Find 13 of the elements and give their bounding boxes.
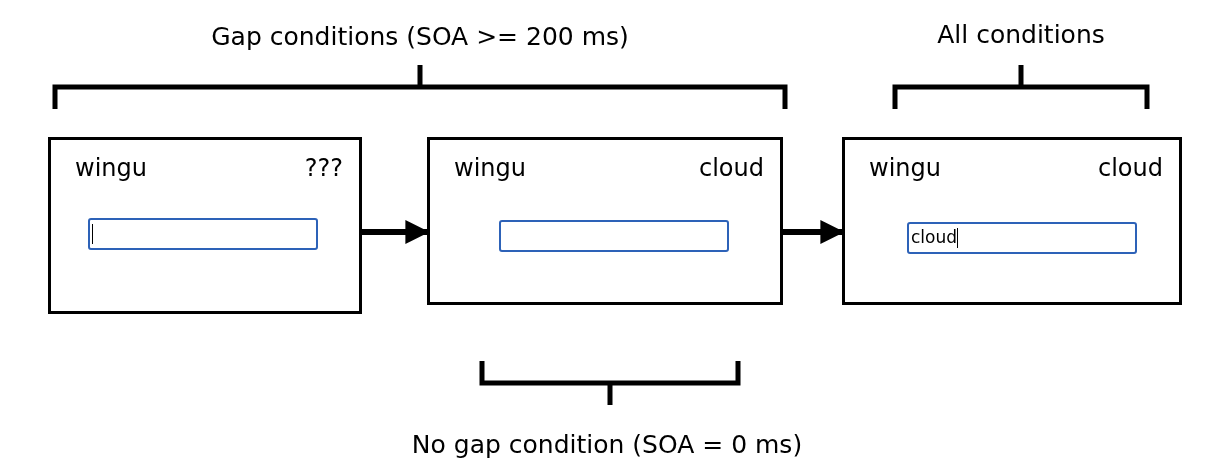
target-word: cloud bbox=[699, 154, 764, 182]
cue-word: wingu bbox=[75, 154, 147, 182]
cue-word: wingu bbox=[869, 154, 941, 182]
screen-frame bbox=[48, 137, 362, 314]
screen-frame bbox=[427, 137, 783, 305]
screen-frame bbox=[842, 137, 1182, 305]
target-word: ??? bbox=[304, 154, 343, 182]
condition-heading: No gap condition (SOA = 0 ms) bbox=[411, 430, 803, 460]
condition-heading: All conditions bbox=[937, 20, 1105, 50]
cue-word: wingu bbox=[454, 154, 526, 182]
condition-heading: Gap conditions (SOA >= 200 ms) bbox=[211, 22, 629, 52]
target-word: cloud bbox=[1098, 154, 1163, 182]
input-field: cloud bbox=[907, 222, 1137, 254]
